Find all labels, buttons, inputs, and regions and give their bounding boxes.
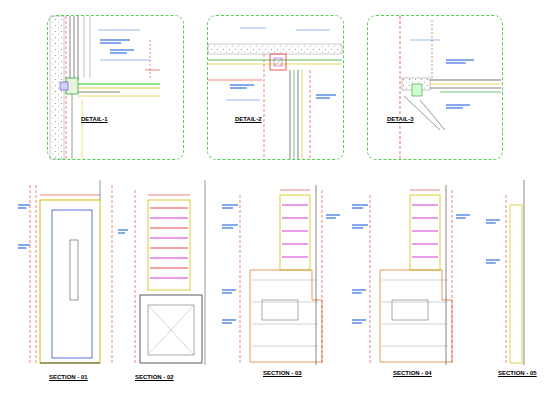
drawing-stroke — [18, 244, 30, 245]
drawing-stroke — [446, 59, 474, 60]
section-04-drawing — [370, 185, 452, 365]
drawing-stroke — [222, 207, 233, 208]
drawing-stroke — [100, 42, 121, 43]
section-title: SECTION - 03 — [262, 370, 303, 377]
drawing-stroke — [456, 217, 466, 218]
section-title: SECTION - 02 — [134, 374, 175, 381]
drawing-stroke — [456, 214, 470, 215]
drawing-stroke — [252, 346, 318, 347]
drawing-stroke — [282, 205, 308, 206]
drawing-stroke — [352, 207, 363, 208]
drawing-stroke — [412, 205, 438, 206]
drawing-stroke — [352, 204, 368, 205]
section-title: SECTION - 04 — [392, 370, 433, 377]
drawing-stroke — [150, 228, 188, 229]
drawing-stroke — [382, 302, 448, 303]
drawing-stroke — [446, 104, 470, 105]
drawing-stroke — [282, 231, 308, 232]
drawing-stroke — [18, 207, 26, 208]
drawing-stroke — [352, 322, 362, 323]
drawing-stroke — [150, 238, 188, 239]
drawing-stroke — [352, 319, 366, 320]
detail-panel: DETAIL-1 — [47, 15, 184, 160]
detail-title: DETAIL-1 — [80, 116, 109, 123]
drawing-stroke — [252, 280, 318, 281]
drawing-stroke — [486, 222, 496, 223]
drawing-stroke — [110, 49, 134, 50]
drawing-stroke — [150, 218, 188, 219]
drawing-stroke — [118, 232, 125, 233]
drawing-stroke — [118, 229, 128, 230]
drawing-stroke — [352, 292, 362, 293]
drawing-stroke — [326, 217, 336, 218]
drawing-stroke — [150, 208, 188, 209]
drawing-stroke — [230, 84, 254, 85]
drawing-stroke — [18, 204, 30, 205]
drawing-stroke — [382, 346, 448, 347]
drawing-stroke — [316, 94, 336, 95]
drawing-stroke — [150, 268, 188, 269]
drawing-stroke — [222, 204, 238, 205]
drawing-stroke — [100, 39, 130, 40]
drawing-stroke — [412, 257, 438, 258]
drawing-stroke — [282, 218, 308, 219]
section-05-drawing — [506, 180, 524, 365]
detail-2-drawing — [208, 28, 342, 159]
drawing-stroke — [222, 319, 236, 320]
drawing-stroke — [252, 302, 318, 303]
section-01-drawing — [30, 180, 112, 365]
drawing-stroke — [352, 227, 363, 228]
drawing-stroke — [316, 97, 330, 98]
drawing-stroke — [150, 278, 188, 279]
detail-1-drawing — [50, 16, 160, 159]
drawing-stroke — [222, 289, 236, 290]
drawing-stroke — [446, 107, 463, 108]
drawing-stroke — [446, 62, 466, 63]
drawing-stroke — [222, 292, 232, 293]
detail-panel: DETAIL-3 — [367, 15, 503, 160]
drawing-stroke — [150, 258, 188, 259]
drawing-stroke — [150, 248, 188, 249]
drawing-stroke — [252, 324, 318, 325]
drawing-stroke — [352, 289, 366, 290]
drawing-stroke — [282, 244, 308, 245]
drawing-stroke — [412, 218, 438, 219]
drawing-stroke — [352, 224, 368, 225]
drawing-stroke — [230, 87, 247, 88]
repeated-strokes — [18, 40, 500, 346]
drawing-stroke — [412, 231, 438, 232]
section-title: SECTION - 01 — [48, 374, 89, 381]
section-03-drawing — [240, 185, 322, 365]
drawing-stroke — [222, 227, 233, 228]
drawing-stroke — [382, 324, 448, 325]
detail-3-drawing — [400, 16, 501, 159]
detail-title: DETAIL-3 — [386, 116, 415, 123]
detail-panel: DETAIL-2 — [207, 15, 344, 160]
drawing-stroke — [282, 257, 308, 258]
drawing-stroke — [486, 219, 500, 220]
drawing-stroke — [412, 244, 438, 245]
drawing-stroke — [486, 259, 500, 260]
drawing-stroke — [18, 247, 26, 248]
drawing-stroke — [486, 262, 496, 263]
drawing-stroke — [222, 224, 238, 225]
drawing-stroke — [222, 322, 232, 323]
drawing-stroke — [326, 214, 340, 215]
detail-title: DETAIL-2 — [234, 116, 263, 123]
section-02-drawing — [135, 180, 205, 365]
drawing-stroke — [110, 52, 127, 53]
section-title: SECTION - 05 — [497, 370, 538, 377]
drawing-stroke — [382, 280, 448, 281]
